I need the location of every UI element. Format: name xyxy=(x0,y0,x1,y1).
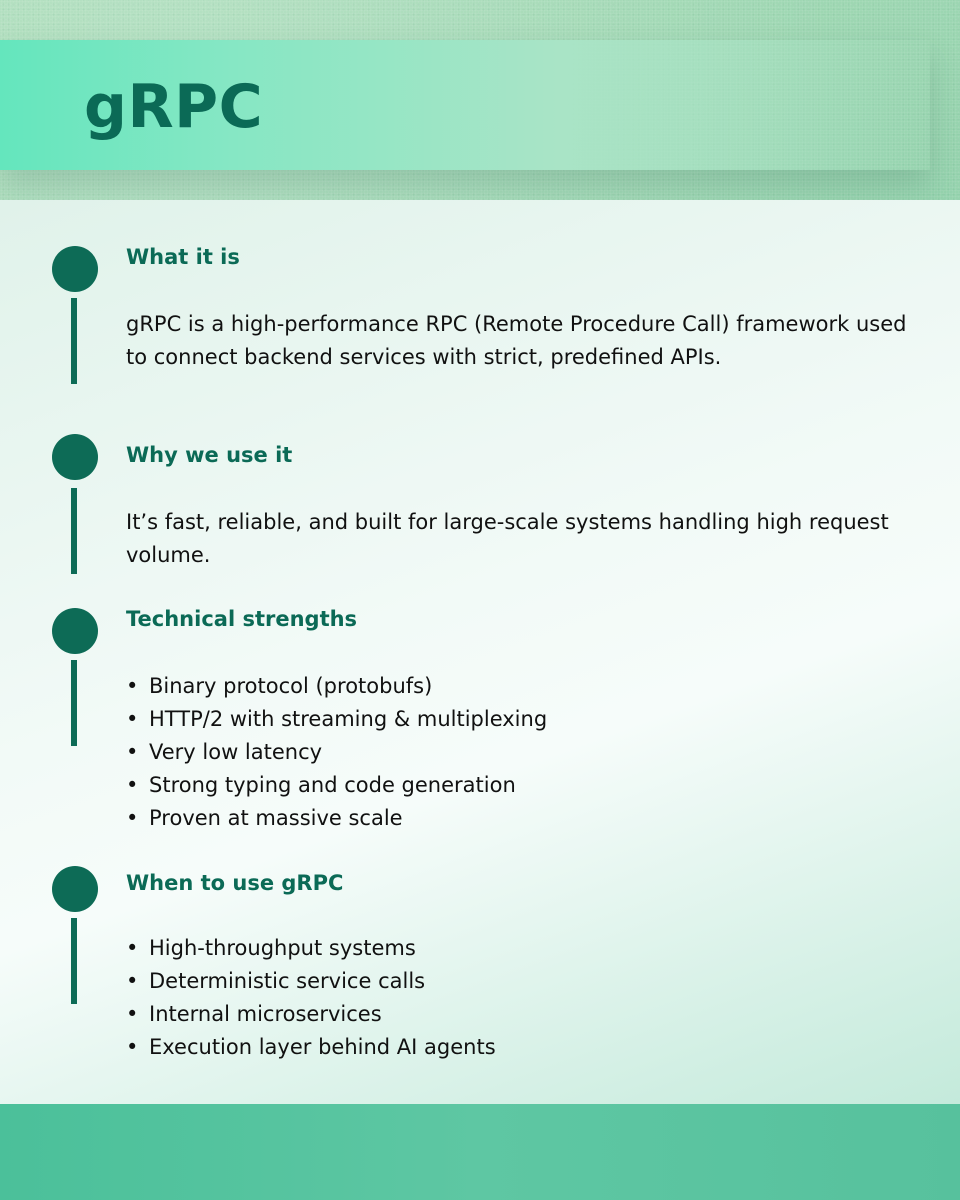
list-item: • Strong typing and code generation xyxy=(126,769,547,802)
list-item-text: Internal microservices xyxy=(149,1002,382,1026)
list-item: • Very low latency xyxy=(126,736,547,769)
bullet-glyph: • xyxy=(126,740,139,764)
bullet-glyph: • xyxy=(126,969,139,993)
bullet-glyph: • xyxy=(126,936,139,960)
bullet-glyph: • xyxy=(126,806,139,830)
footer-band xyxy=(0,1104,960,1200)
bullet-list-technical-strengths: • Binary protocol (protobufs) • HTTP/2 wit… xyxy=(126,670,547,835)
timeline-line-what-it-is xyxy=(71,298,77,384)
page-title: gRPC xyxy=(84,72,264,142)
list-item-text: Execution layer behind AI agents xyxy=(149,1035,496,1059)
list-item: • Proven at massive scale xyxy=(126,802,547,835)
list-item-text: HTTP/2 with streaming & multiplexing xyxy=(149,707,548,731)
list-item: • High-throughput systems xyxy=(126,932,496,965)
bullet-glyph: • xyxy=(126,1002,139,1026)
bullet-glyph: • xyxy=(126,1035,139,1059)
section-heading-why-we-use-it: Why we use it xyxy=(126,443,293,467)
section-heading-technical-strengths: Technical strengths xyxy=(126,607,358,631)
section-text-what-it-is: gRPC is a high-performance RPC (Remote P… xyxy=(126,312,907,369)
timeline-line-why-we-use-it xyxy=(71,488,77,574)
list-item: • Binary protocol (protobufs) xyxy=(126,670,547,703)
section-heading-when-to-use: When to use gRPC xyxy=(126,871,344,895)
content-panel xyxy=(0,200,960,1104)
timeline-line-when-to-use xyxy=(71,918,77,1004)
list-item-text: High-throughput systems xyxy=(149,936,416,960)
bullet-list-when-to-use: • High-throughput systems • Deterministic … xyxy=(126,932,496,1064)
section-heading-what-it-is: What it is xyxy=(126,245,240,269)
list-item-text: Binary protocol (protobufs) xyxy=(149,674,433,698)
bullet-glyph: • xyxy=(126,707,139,731)
timeline-dot-technical-strengths xyxy=(52,608,98,654)
bullet-glyph: • xyxy=(126,773,139,797)
list-item: • Execution layer behind AI agents xyxy=(126,1031,496,1064)
timeline-dot-why-we-use-it xyxy=(52,434,98,480)
timeline-dot-what-it-is xyxy=(52,246,98,292)
list-item-text: Proven at massive scale xyxy=(149,806,403,830)
list-item: • Internal microservices xyxy=(126,998,496,1031)
timeline-line-technical-strengths xyxy=(71,660,77,746)
list-item-text: Deterministic service calls xyxy=(149,969,426,993)
bullet-glyph: • xyxy=(126,674,139,698)
section-text-why-we-use-it: It’s fast, reliable, and built for large… xyxy=(126,510,889,567)
timeline-dot-when-to-use xyxy=(52,866,98,912)
title-banner xyxy=(0,40,930,170)
list-item: • Deterministic service calls xyxy=(126,965,496,998)
list-item-text: Strong typing and code generation xyxy=(149,773,516,797)
list-item-text: Very low latency xyxy=(149,740,323,764)
list-item: • HTTP/2 with streaming & multiplexing xyxy=(126,703,547,736)
